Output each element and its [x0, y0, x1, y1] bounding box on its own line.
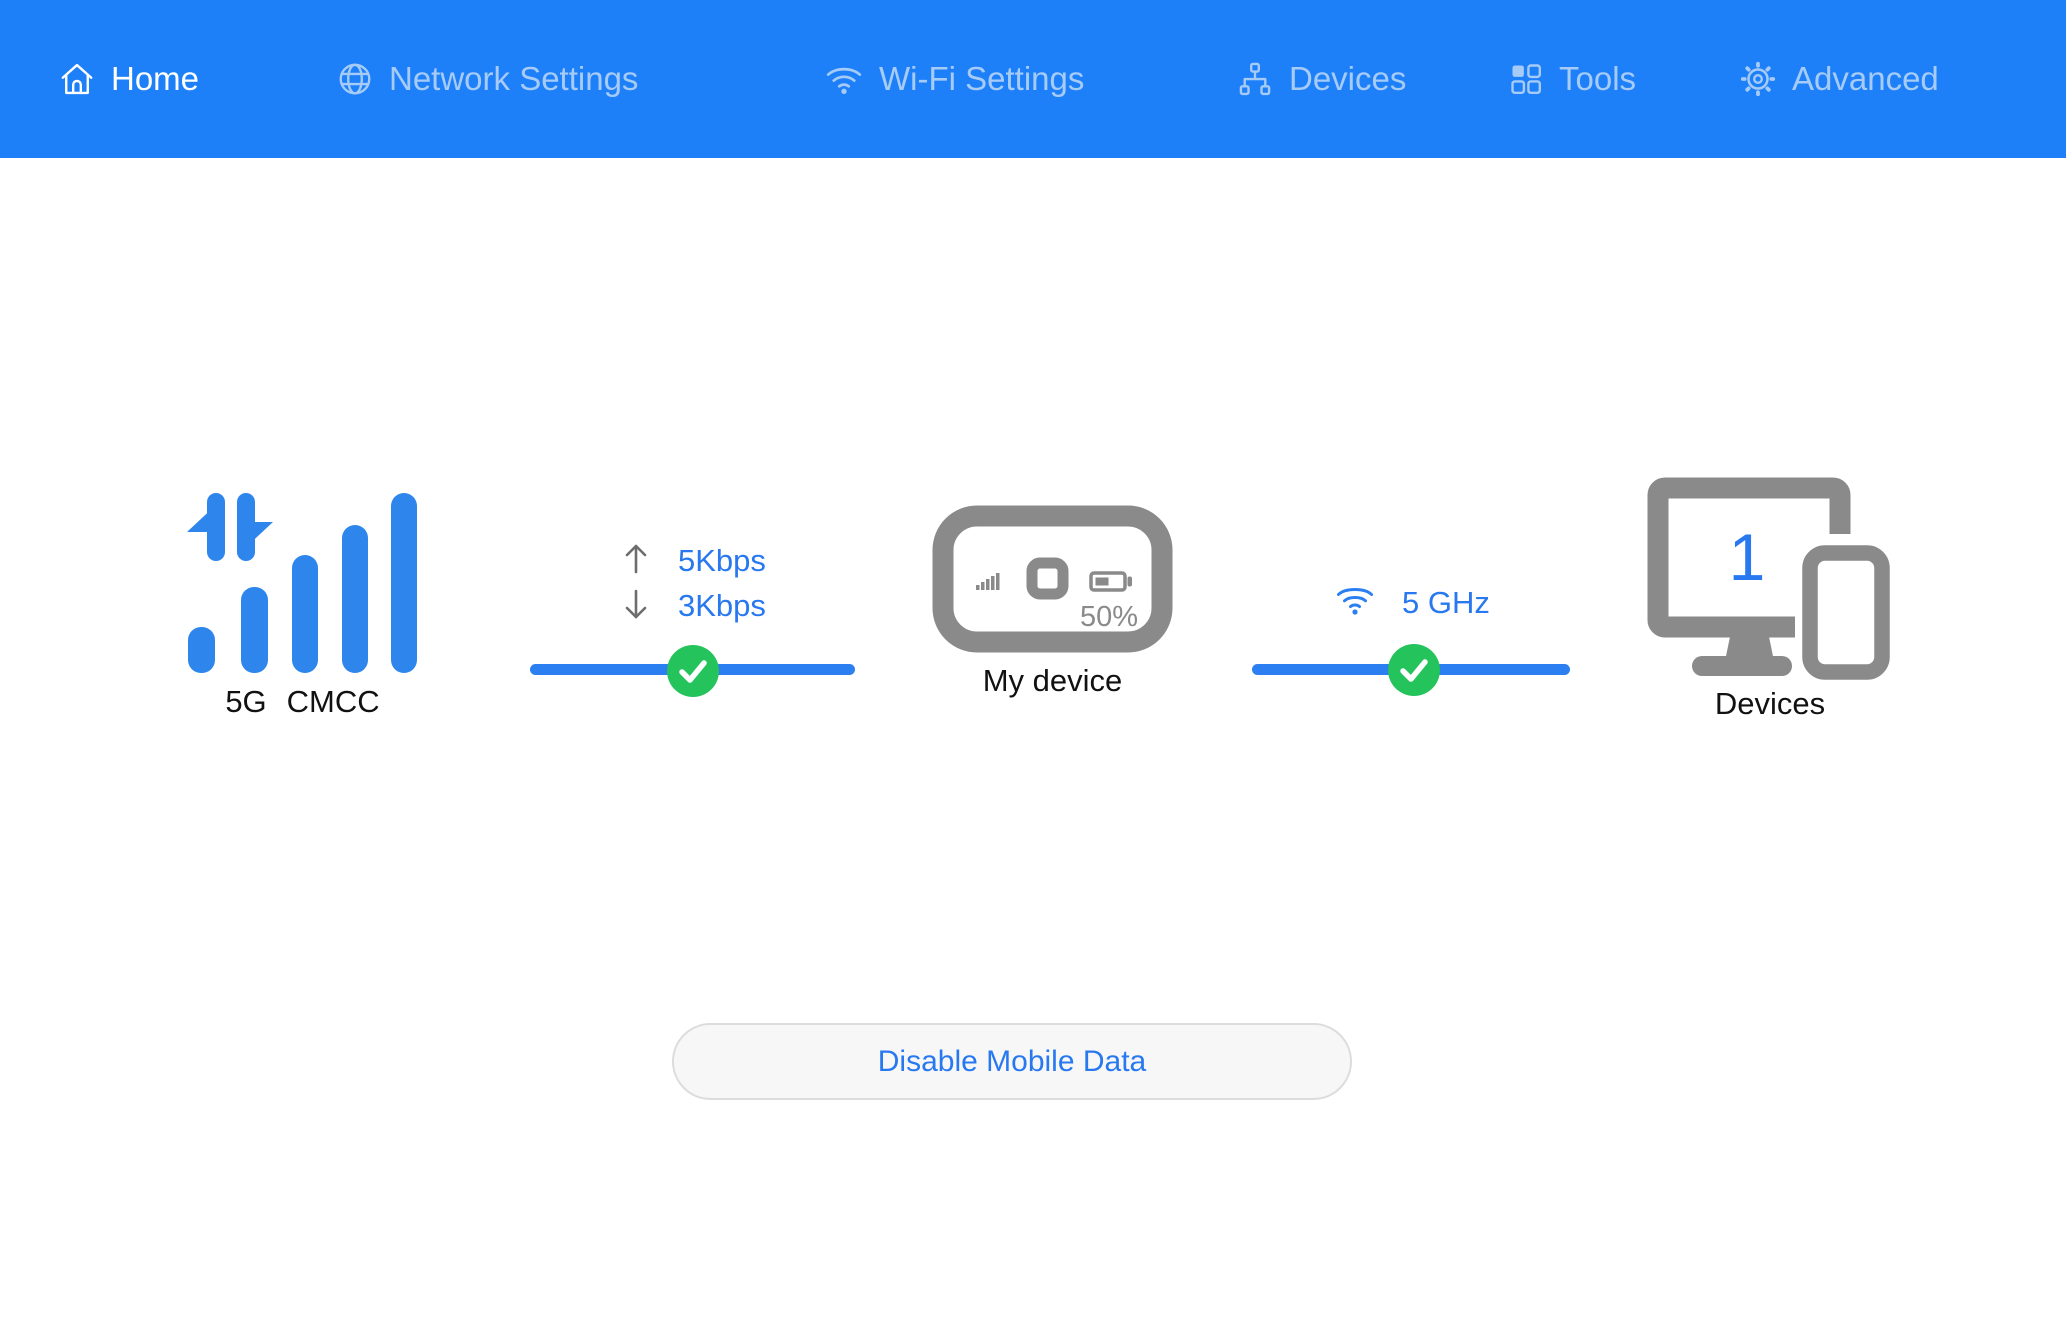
devices-label: Devices: [1714, 686, 1826, 721]
nav-label: Advanced: [1792, 60, 1939, 97]
nav-label: Wi-Fi Settings: [879, 60, 1085, 97]
nav-label: Network Settings: [389, 60, 639, 97]
connected-devices-count: 1: [1728, 520, 1766, 594]
nav-item-devices[interactable]: Devices: [1236, 0, 1406, 158]
globe-icon: [336, 60, 374, 98]
upload-speed-row: 5Kbps: [620, 543, 766, 579]
nav-item-home[interactable]: Home: [58, 0, 199, 158]
nav-label: Devices: [1289, 60, 1407, 97]
traffic-speeds: 5Kbps 3Kbps: [620, 543, 766, 624]
disable-mobile-data-button[interactable]: Disable Mobile Data: [672, 1023, 1352, 1100]
top-nav: Home Network Settings Wi-: [0, 0, 2066, 158]
download-speed-row: 3Kbps: [620, 588, 766, 624]
up-arrow-icon: [620, 542, 652, 581]
wifi-band-value: 5 GHz: [1402, 585, 1490, 620]
my-device-label: My device: [982, 663, 1123, 698]
upload-speed-value: 5Kbps: [678, 543, 766, 578]
nav-item-tools[interactable]: Tools: [1508, 0, 1636, 158]
mobile-signal-icon: [185, 490, 420, 675]
nav-label: Home: [111, 60, 200, 97]
nav-item-advanced[interactable]: Advanced: [1739, 0, 1939, 158]
network-tree-icon: [1236, 60, 1274, 98]
nav-item-wifi-settings[interactable]: Wi-Fi Settings: [824, 0, 1084, 158]
wifi-band-icon: [1336, 584, 1374, 616]
nav-item-network-settings[interactable]: Network Settings: [336, 0, 638, 158]
carrier-name: CMCC: [286, 684, 380, 719]
gear-icon: [1739, 60, 1777, 98]
my-device-icon[interactable]: [932, 505, 1173, 653]
grid-icon: [1508, 61, 1544, 97]
network-label: 5G CMCC: [185, 684, 420, 720]
wan-connected-check-icon: [667, 645, 719, 697]
down-arrow-icon: [620, 587, 652, 626]
wifi-connected-check-icon: [1388, 644, 1440, 696]
home-icon: [58, 60, 96, 98]
nav-label: Tools: [1559, 60, 1637, 97]
battery-percent: 50%: [1079, 601, 1138, 633]
wifi-icon: [824, 60, 864, 98]
network-type: 5G: [225, 684, 267, 719]
download-speed-value: 3Kbps: [678, 588, 766, 623]
connected-devices-icon[interactable]: [1645, 470, 1898, 689]
